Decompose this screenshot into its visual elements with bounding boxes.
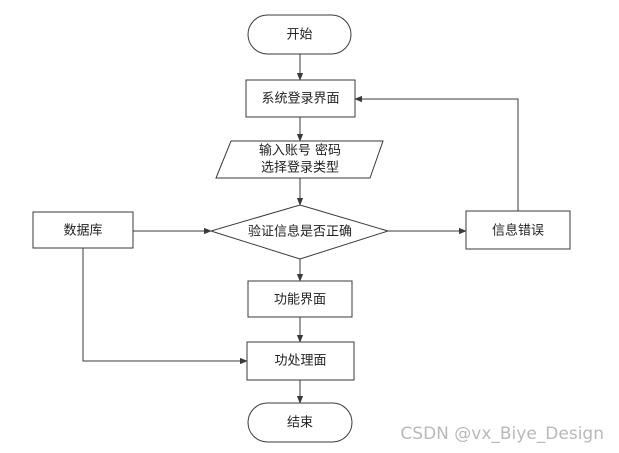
info-error-box <box>465 210 571 250</box>
info-error-label: 信息错误 <box>492 223 544 239</box>
database-label: 数据库 <box>63 223 102 239</box>
verify-decision-diamond <box>209 204 390 260</box>
function-page-box <box>247 280 353 318</box>
start-terminator <box>247 14 352 55</box>
end-terminator <box>247 402 353 443</box>
edge-error-to-login <box>354 95 519 211</box>
input-label-line2: 选择登录类型 <box>261 161 339 176</box>
start-label: 开始 <box>286 28 312 43</box>
input-label-line1: 输入账号 密码 <box>259 143 341 159</box>
process-page-box <box>246 341 355 381</box>
input-parallelogram <box>215 140 384 179</box>
edge-database-to-process <box>82 248 248 365</box>
database-box <box>32 211 134 249</box>
login-page-box <box>245 79 356 118</box>
login-page-label: 系统登录界面 <box>261 92 339 107</box>
verify-label: 验证信息是否正确 <box>248 224 352 240</box>
function-page-label: 功能界面 <box>274 293 326 308</box>
end-label: 结束 <box>287 416 313 431</box>
process-page-label: 功处理面 <box>274 354 326 369</box>
csdn-watermark: CSDN @vx_Biye_Design <box>400 424 604 444</box>
